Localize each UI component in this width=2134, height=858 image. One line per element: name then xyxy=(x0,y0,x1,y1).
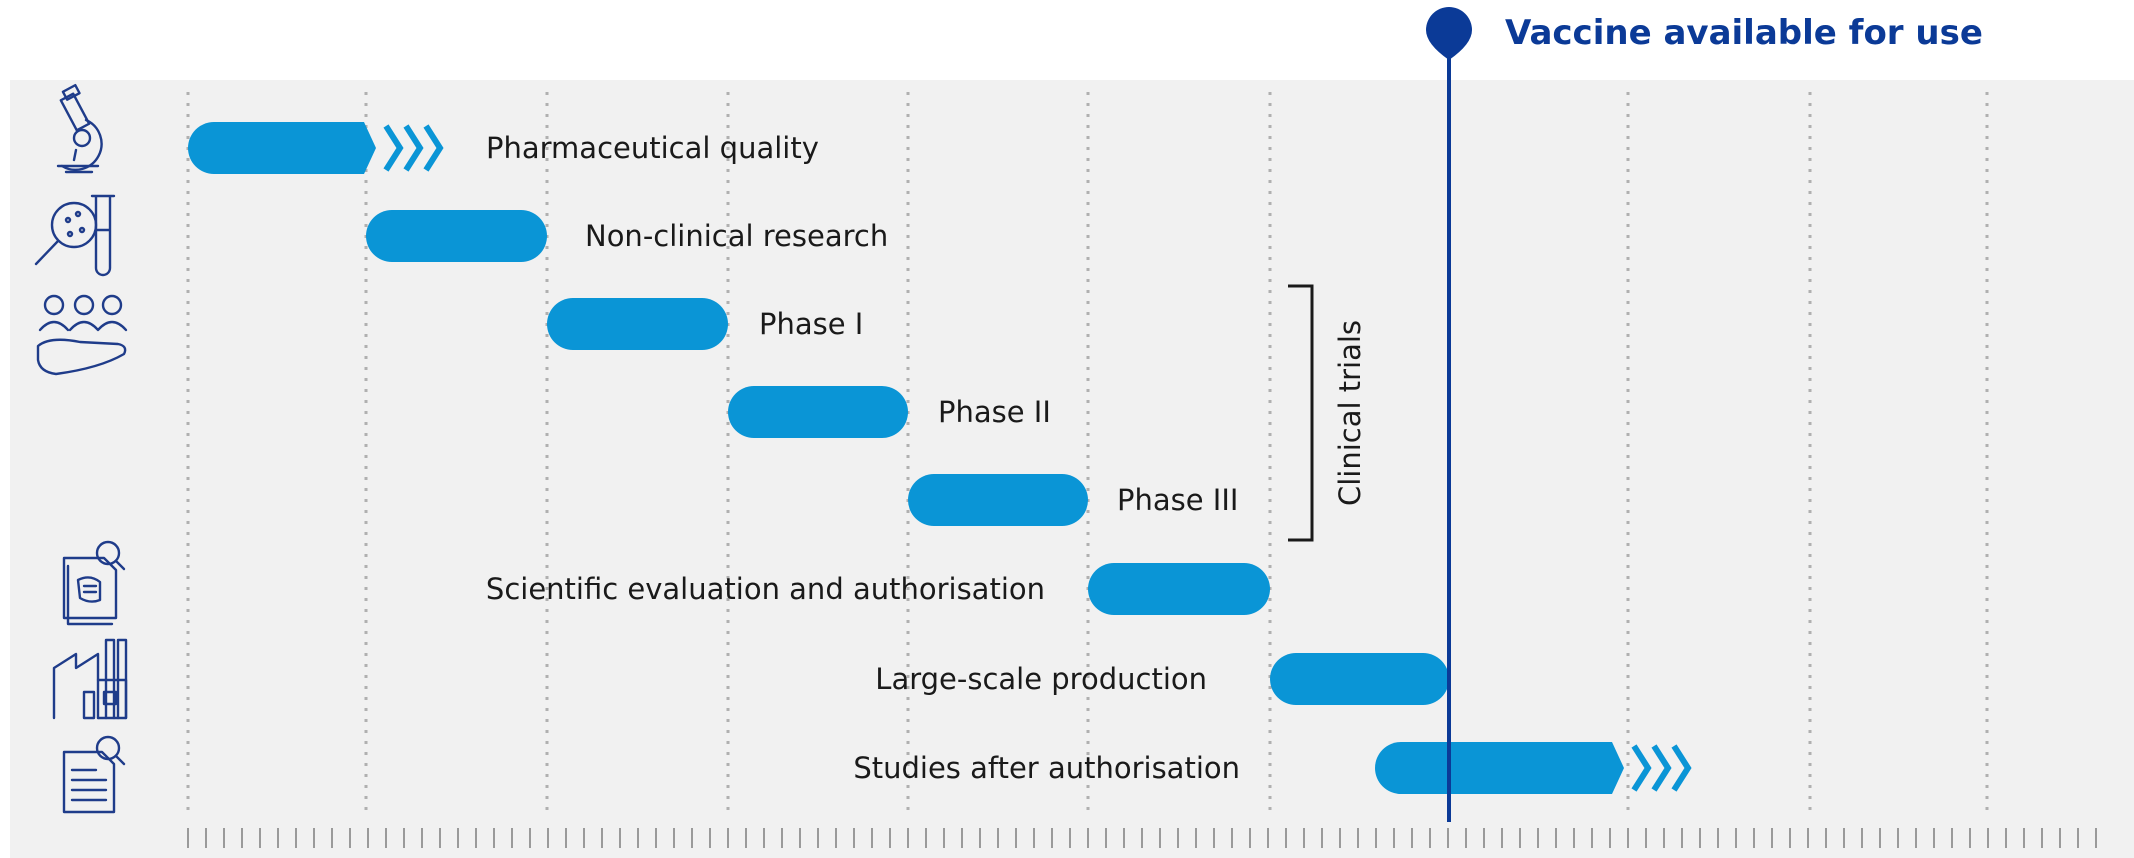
task-label: Studies after authorisation xyxy=(853,751,1240,785)
bottom-tick-ruler xyxy=(187,828,2097,848)
task-label: Scientific evaluation and authorisation xyxy=(486,572,1045,606)
people-hand-icon xyxy=(36,294,128,376)
clinical-trials-label: Clinical trials xyxy=(1333,320,1367,506)
milestone-pin-icon xyxy=(1426,7,1472,60)
continuation-chevron xyxy=(1631,744,1652,792)
task-label: Phase I xyxy=(759,307,863,341)
continuation-chevron xyxy=(1671,744,1692,792)
clinical-trials-bracket: Clinical trials xyxy=(1288,284,1367,542)
test-tube-magnifier-icon xyxy=(34,194,116,277)
document-list-search-icon xyxy=(62,735,126,814)
factory-icon xyxy=(52,638,128,720)
task-label: Non-clinical research xyxy=(585,219,888,253)
timeline-panel xyxy=(10,80,2134,858)
row-icons xyxy=(34,83,128,814)
document-search-icon xyxy=(62,540,126,626)
task-label: Phase III xyxy=(1117,483,1238,517)
task-bar xyxy=(366,210,547,262)
task-label: Phase II xyxy=(938,395,1051,429)
continuation-chevron xyxy=(1651,744,1672,792)
continuation-chevron xyxy=(423,124,444,172)
task-bar xyxy=(1088,563,1270,615)
task-bar xyxy=(1270,653,1449,705)
continuation-chevron xyxy=(403,124,424,172)
milestone-label: Vaccine available for use xyxy=(1505,13,1983,53)
continuation-chevron xyxy=(383,124,404,172)
task-bar xyxy=(188,122,444,174)
task-bars xyxy=(188,122,1692,794)
task-bar xyxy=(728,386,908,438)
task-bar xyxy=(908,474,1088,526)
gridlines xyxy=(186,92,1989,812)
milestone: Vaccine available for use xyxy=(1426,7,1983,822)
task-label: Large-scale production xyxy=(875,662,1207,696)
task-bar xyxy=(1375,742,1692,794)
task-bar xyxy=(547,298,728,350)
microscope-icon xyxy=(56,83,103,174)
task-label: Pharmaceutical quality xyxy=(486,131,819,165)
